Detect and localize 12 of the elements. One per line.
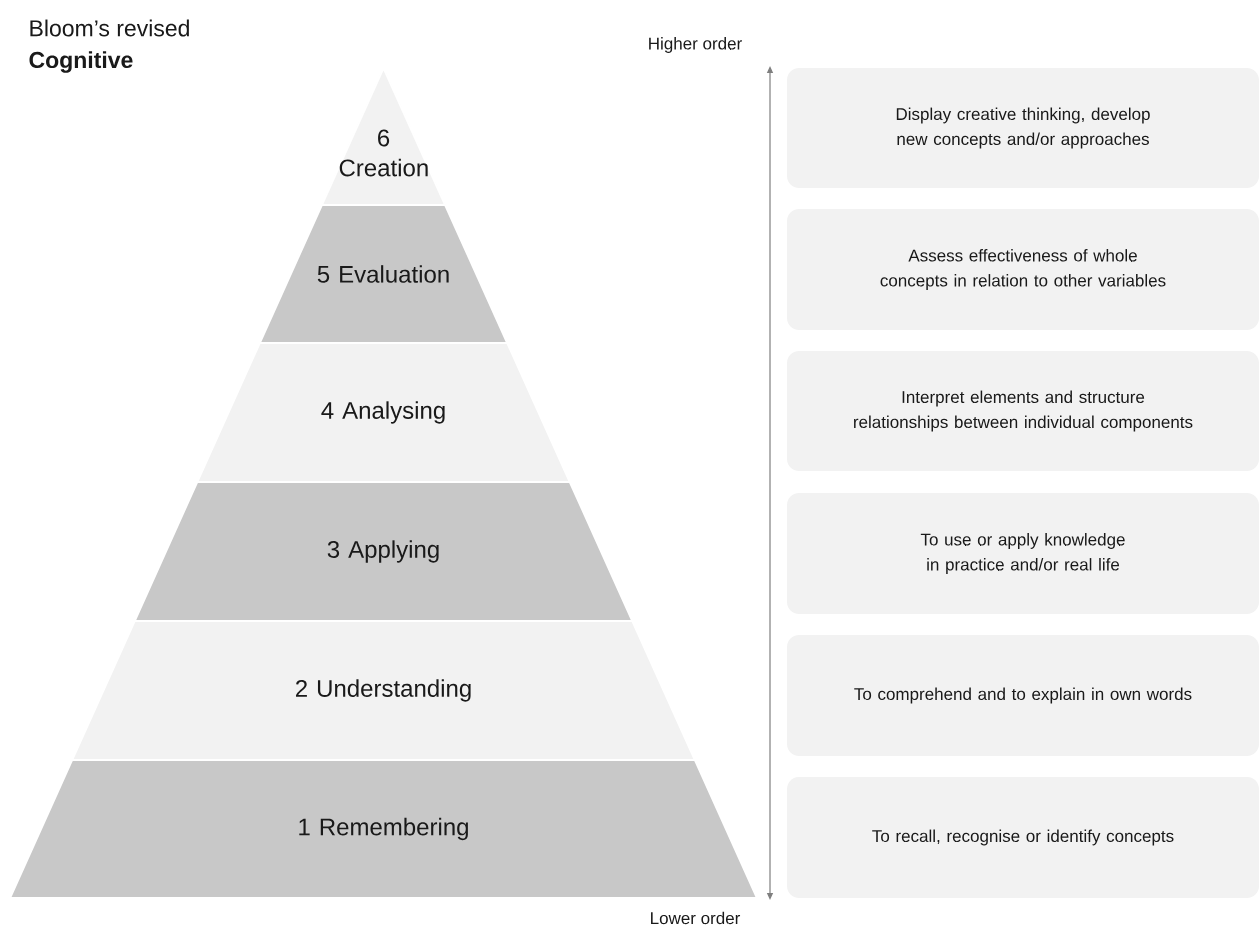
description-box: Interpret elements and structure relationships between individual components	[787, 351, 1259, 471]
pyramid-layer: 3 Applying	[133, 481, 634, 622]
description-box: Display creative thinking, develop new concepts and/or approaches	[787, 68, 1259, 188]
description-box: To use or apply knowledge in practice and/or real life	[787, 493, 1259, 614]
description-box: To recall, recognise or identify concepts	[787, 777, 1259, 898]
axis-label: Lower order	[651, 911, 741, 925]
title: Bloom’s revised	[30, 19, 189, 37]
description-box: Assess effectiveness of whole concepts in relation to other variables	[787, 209, 1259, 330]
pyramid-layer: 5 Evaluation	[258, 204, 509, 344]
axis-label: Higher order	[649, 37, 742, 53]
subtitle: Cognitive	[29, 51, 133, 73]
description-box: To comprehend and to explain in own words	[787, 635, 1259, 756]
